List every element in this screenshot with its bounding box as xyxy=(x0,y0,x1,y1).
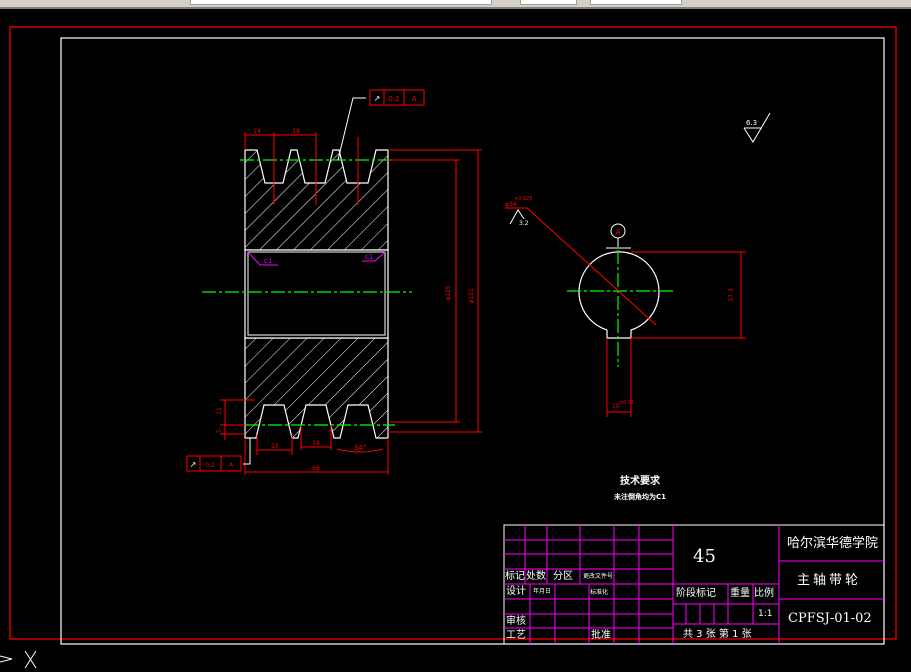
chamfer-label-right: C1 xyxy=(365,254,373,261)
side-view[interactable]: A φ34 +0.025 3.2 37.3 10 ±0.01 xyxy=(505,196,746,417)
chamfer-leader-left xyxy=(247,251,278,266)
tb-part-name: 主轴带轮 xyxy=(797,573,862,588)
dim-groove-angle: 34° xyxy=(354,444,366,452)
tech-requirements-line1: 未注倒角均为C1 xyxy=(614,492,666,501)
tolerance-frame-top: ↗ 0.2 A xyxy=(369,89,425,106)
dim-overall-width: 68 xyxy=(312,465,320,472)
dim-groove-bottom-width: 17 xyxy=(271,443,279,450)
title-block-grid xyxy=(503,524,885,645)
tolerance-leader-top xyxy=(337,97,366,161)
bore-dim-leader xyxy=(526,207,657,326)
toolbar-field-2[interactable] xyxy=(520,0,577,5)
cad-toolbar xyxy=(0,0,911,9)
svg-text:0.2: 0.2 xyxy=(388,95,399,103)
tech-requirements-title: 技术要求 xyxy=(620,474,661,487)
chamfer-leader-right xyxy=(362,251,386,262)
toolbar-field-1[interactable] xyxy=(190,0,492,5)
svg-text:↗: ↗ xyxy=(374,94,381,103)
key-width-tol: ±0.01 xyxy=(619,400,634,406)
dim-diameter-outer: φ131 xyxy=(468,288,475,304)
tb-process-label: 工艺 xyxy=(506,630,526,641)
tb-design-label: 设计 xyxy=(506,586,526,597)
bore-tol-upper: +0.025 xyxy=(514,196,533,202)
svg-text:A: A xyxy=(229,462,234,469)
dim-groove-depth-upper: 11 xyxy=(216,407,223,415)
inner-frame xyxy=(60,37,885,645)
toolbar-field-3[interactable] xyxy=(590,0,682,5)
tb-material: 45 xyxy=(693,546,716,567)
datum-label: A xyxy=(616,228,621,236)
ucs-icon xyxy=(0,650,37,669)
dim-diameter-inner: φ125 xyxy=(445,285,452,301)
tb-approve-label: 批准 xyxy=(591,630,611,641)
tb-standardize-label: 标准化 xyxy=(590,589,609,596)
default-roughness: 6.3 xyxy=(743,112,771,143)
tb-drawing-code: CPFSJ-01-02 xyxy=(788,611,872,626)
tb-date-label: 年月日 xyxy=(533,588,552,595)
default-roughness-value: 6.3 xyxy=(746,119,757,127)
tolerance-frame-bottom: ↗ 0.2 A xyxy=(186,455,242,472)
tb-scale-value: 1:1 xyxy=(758,609,773,619)
bore-profile xyxy=(578,251,660,339)
pulley-bore-inner xyxy=(247,251,386,336)
tb-mark-label: 标记 xyxy=(505,571,525,582)
tb-stage-label: 阶段标记 xyxy=(676,588,716,599)
svg-text:0.2: 0.2 xyxy=(205,462,215,469)
bore-dim: φ34 xyxy=(505,201,517,208)
tb-review-label: 审核 xyxy=(506,616,526,627)
bore-roughness-icon xyxy=(509,209,525,225)
bore-roughness-value: 3.2 xyxy=(519,220,529,227)
outer-frame xyxy=(9,26,897,640)
dim-groove-depth-lower: 5 xyxy=(216,429,223,433)
svg-text:A: A xyxy=(412,95,417,103)
tolerance-leader-bottom xyxy=(243,438,251,465)
tb-count-label: 处数 xyxy=(526,571,546,582)
tb-sheets: 共 3 张 第 1 张 xyxy=(683,629,752,640)
key-depth-dim: 37.3 xyxy=(728,288,735,302)
tb-scale-label: 比例 xyxy=(754,588,774,599)
pulley-lower-section xyxy=(244,337,389,439)
chamfer-label-left: C1 xyxy=(264,258,272,265)
tb-change-doc-label: 更改文件号 xyxy=(583,573,614,580)
tb-school: 哈尔滨华德学院 xyxy=(787,536,879,551)
svg-text:↗: ↗ xyxy=(190,460,197,469)
tb-zone-label: 分区 xyxy=(553,571,573,582)
tb-weight-label: 重量 xyxy=(730,588,750,599)
section-view[interactable]: C1 C1 14 19 φ125 φ131 xyxy=(186,89,482,475)
dim-groove-top-width: 14 xyxy=(312,440,320,447)
dim-pitch: 19 xyxy=(292,128,300,135)
dim-pitch-first: 14 xyxy=(253,128,261,135)
drawing-canvas[interactable]: C1 C1 14 19 φ125 φ131 xyxy=(0,9,911,669)
key-width-dim: 10 xyxy=(612,403,620,410)
